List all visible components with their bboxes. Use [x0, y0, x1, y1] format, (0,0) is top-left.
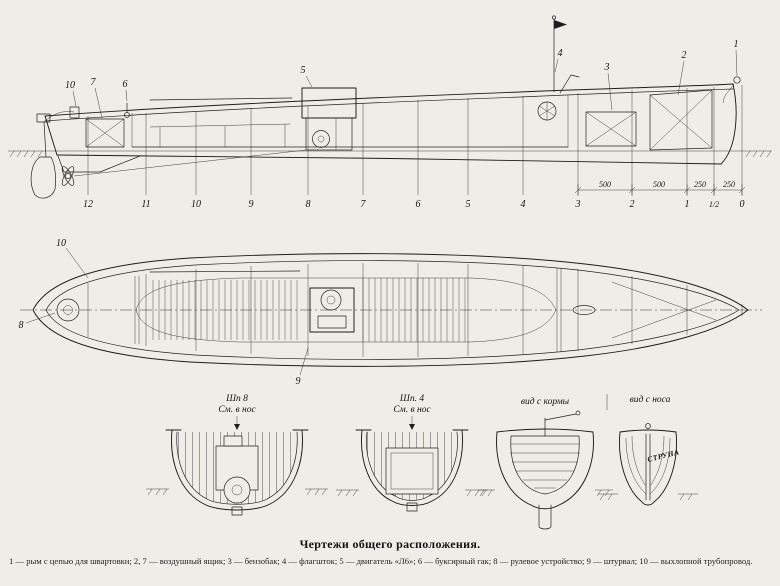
section-labels: Шп 8 См. в нос Шп. 4 См. в нос вид с кор…: [218, 394, 671, 430]
rudder-blade: [538, 504, 552, 530]
section2-title: Шп. 4: [399, 394, 424, 404]
plan-view-drawing: 10 8 9: [19, 238, 762, 387]
callout-10: 10: [65, 80, 75, 91]
stern-gear: [30, 111, 307, 199]
section-frame4: [336, 429, 488, 512]
station-11: 11: [141, 199, 150, 210]
dim-250-b: 250: [723, 180, 735, 189]
tiller-assembly: [544, 410, 581, 437]
skeg: [57, 155, 141, 173]
section1-arrow-icon: [234, 416, 240, 430]
waterline-s4: [598, 493, 698, 501]
section2-arrow-icon: [409, 416, 415, 430]
waterline-s1: [146, 488, 328, 496]
callout-3: 3: [604, 62, 610, 73]
tank-box: [385, 447, 439, 495]
stem-ring: [645, 423, 651, 429]
hull-profile: [44, 83, 737, 165]
flagstaff: [552, 15, 567, 93]
station-10: 10: [191, 199, 201, 210]
callout-6: 6: [123, 79, 128, 90]
section-engine: [215, 435, 259, 504]
station-3: 3: [575, 199, 581, 210]
side-view-drawing: 500 500 250 250 12 11 10 9 8 7 6 5 4 3 2…: [8, 15, 772, 210]
bow-view: СТРУНА: [598, 423, 698, 506]
leader-lines: [72, 49, 738, 119]
aft-air-box: [85, 118, 125, 148]
section-frame8: [146, 429, 328, 516]
waterline-s3: [478, 489, 613, 497]
bow-ring: [722, 76, 741, 104]
engine: [301, 87, 357, 151]
station-1: 1: [685, 199, 690, 210]
station-8: 8: [306, 199, 311, 210]
fuel-tank: [585, 111, 637, 147]
deck-details: [69, 15, 741, 151]
prop-shaft: [73, 149, 307, 177]
plan-callout-8: 8: [19, 320, 24, 331]
keel: [406, 502, 418, 512]
drawing-caption: Чертежи общего расположения.: [299, 537, 481, 551]
plan-hull-outline: [32, 253, 749, 367]
waterline: [8, 150, 772, 158]
cockpit-coaming: [135, 277, 557, 343]
propeller-icon: [61, 166, 75, 186]
deck-plate: [572, 305, 596, 315]
station-4: 4: [521, 199, 526, 210]
stowed-spar: [149, 97, 293, 101]
bow-bracing: [611, 281, 717, 339]
callout-4: 4: [558, 48, 563, 59]
keel: [231, 506, 243, 516]
stowed-spar-plan: [149, 270, 301, 273]
station-12: 12: [83, 199, 93, 210]
station-lines: [87, 85, 743, 195]
section1-title: Шп 8: [225, 394, 248, 404]
section2-subtitle: См. в нос: [393, 405, 431, 415]
bow-view-title: вид с носа: [630, 394, 671, 405]
dim-500-a: 500: [599, 180, 611, 189]
floorboards: [150, 278, 470, 342]
stem: [645, 433, 651, 501]
callout-5: 5: [301, 65, 306, 76]
plan-callout-9: 9: [296, 376, 301, 387]
callout-2: 2: [682, 50, 687, 61]
tow-hook: [124, 102, 130, 118]
callout-1: 1: [734, 39, 739, 50]
legend-text: 1 — рым с цепью для швартовки; 2, 7 — во…: [9, 556, 753, 566]
station-2: 2: [630, 199, 635, 210]
plan-bulkheads: [134, 268, 562, 352]
plan-callout-10: 10: [56, 238, 66, 249]
water-hatch-left: [9, 150, 43, 158]
steering-gear: [56, 298, 80, 322]
sections-drawing: Шп 8 См. в нос Шп. 4 См. в нос вид с кор…: [146, 394, 698, 530]
steering-wheel-icon: [537, 101, 557, 121]
transom-planking: [510, 443, 580, 489]
section1-subtitle: См. в нос: [218, 405, 256, 415]
stern-view-title: вид с кормы: [521, 396, 570, 407]
station-7: 7: [361, 199, 367, 210]
station-0: 0: [740, 199, 745, 210]
dim-500-b: 500: [653, 180, 665, 189]
dim-250-a: 250: [694, 180, 706, 189]
side-bench: [149, 123, 291, 147]
windscreen: [559, 74, 580, 94]
dimension-line: 500 500 250 250: [574, 180, 746, 196]
tiller: [43, 111, 75, 123]
water-hatch-right: [745, 150, 772, 158]
body-lines: [625, 435, 671, 495]
side-callouts: 10 7 6 5 4 3 2 1: [65, 39, 739, 119]
station-5: 5: [466, 199, 471, 210]
plan-callouts: 10 8 9: [19, 238, 309, 387]
exhaust-stack: [69, 106, 80, 119]
rudder: [30, 111, 75, 199]
callout-7: 7: [91, 77, 97, 88]
station-labels: 12 11 10 9 8 7 6 5 4 3 2 1 1/2 0: [83, 199, 745, 210]
stern-view: [478, 410, 613, 530]
station-6: 6: [416, 199, 421, 210]
station-9: 9: [249, 199, 254, 210]
plan-engine: [309, 287, 355, 333]
station-half: 1/2: [709, 200, 719, 209]
bow-air-box: [649, 89, 713, 151]
plan-fittings: [56, 270, 717, 339]
